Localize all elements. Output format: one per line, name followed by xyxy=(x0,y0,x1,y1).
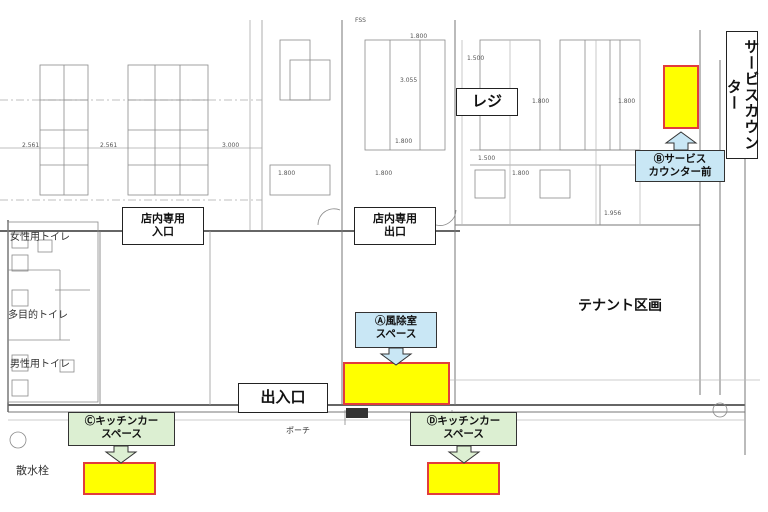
dim-label: 3.055 xyxy=(400,77,417,84)
callout-c-kitchen-car: Ⓒキッチンカー スペース xyxy=(68,412,175,446)
dim-label: FSS xyxy=(355,17,366,24)
dim-label: 1.500 xyxy=(478,155,495,162)
service-counter-space-highlight xyxy=(663,65,699,129)
dim-label: 2.561 xyxy=(100,142,117,149)
dim-label: 3.000 xyxy=(222,142,239,149)
callout-b-service-counter: Ⓑサービス カウンター前 xyxy=(635,150,725,182)
windbreak-space-highlight xyxy=(343,362,450,405)
kitchen-car-space-c-highlight xyxy=(83,462,156,495)
dim-label: 1.800 xyxy=(532,98,549,105)
arrow-d-down-icon xyxy=(447,446,481,464)
porch-label: ポーチ xyxy=(286,426,310,435)
arrow-c-down-icon xyxy=(104,446,138,464)
main-entrance-label: 出入口 xyxy=(238,383,328,413)
entrance-in-label: 店内専用 入口 xyxy=(122,207,204,245)
dim-label: 1.800 xyxy=(618,98,635,105)
dim-label: 1.500 xyxy=(467,55,484,62)
callout-d-kitchen-car: Ⓓキッチンカー スペース xyxy=(410,412,517,446)
drain-label: 散水栓 xyxy=(16,464,49,477)
register-label: レジ xyxy=(456,88,518,116)
entrance-out-label: 店内専用 出口 xyxy=(354,207,436,245)
arrow-b-up-icon xyxy=(664,131,698,151)
toilet-female-label: 女性用トイレ xyxy=(10,232,70,243)
dim-label: 1.800 xyxy=(512,170,529,177)
tenant-area-label: テナント区画 xyxy=(578,297,662,314)
callout-a-windbreak: Ⓐ風除室 スペース xyxy=(355,312,437,348)
dim-label: 1.956 xyxy=(604,210,621,217)
dim-label: 1.800 xyxy=(375,170,392,177)
toilet-multi-label: 多目的トイレ xyxy=(8,310,68,321)
dim-label: 1.800 xyxy=(395,138,412,145)
toilet-male-label: 男性用トイレ xyxy=(10,359,70,370)
dim-label: 2.561 xyxy=(22,142,39,149)
dim-label: 1.800 xyxy=(410,33,427,40)
arrow-a-down-icon xyxy=(379,348,413,366)
dim-label: 1.800 xyxy=(278,170,295,177)
kitchen-car-space-d-highlight xyxy=(427,462,500,495)
service-counter-label: サービスカウンター xyxy=(725,31,760,159)
